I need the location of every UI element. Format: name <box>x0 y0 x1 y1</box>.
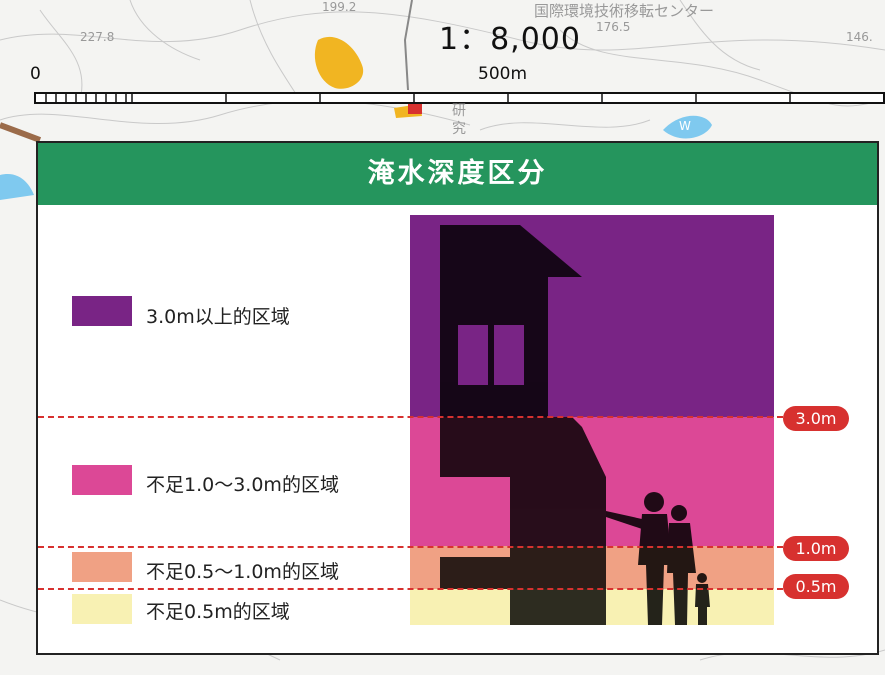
depth-illustration <box>410 215 774 625</box>
house-window-right <box>494 325 524 385</box>
depth-badge-1m: 1.0m <box>783 536 849 561</box>
elevation-label: 199.2 <box>322 0 357 14</box>
people-silhouette <box>606 492 710 625</box>
place-label: 究 <box>452 121 466 137</box>
depth-line-1m <box>38 546 783 548</box>
place-label: 研 <box>452 103 466 119</box>
depth-badge-05m: 0.5m <box>783 574 849 599</box>
water-label: W <box>679 119 691 133</box>
class-label-05-1m: 不足0.5〜1.0m的区域 <box>146 561 339 583</box>
depth-badge-3m: 3.0m <box>783 406 849 431</box>
swatch-3m-plus <box>72 296 132 326</box>
legend-title: 淹水深度区分 <box>38 143 877 205</box>
place-label: 国際環境技術移転センター <box>534 2 715 20</box>
depth-line-05m <box>38 588 783 590</box>
elevation-label: 227.8 <box>80 30 115 44</box>
scale-tick-500m: 500m <box>478 64 528 84</box>
elevation-label: 176.5 <box>596 20 631 34</box>
class-label-under-05m: 不足0.5m的区域 <box>146 601 290 623</box>
depth-line-3m <box>38 416 783 418</box>
scale-bar <box>34 92 885 104</box>
swatch-1-3m <box>72 465 132 495</box>
swatch-under-05m <box>72 594 132 624</box>
class-label-1-3m: 不足1.0〜3.0m的区域 <box>146 474 339 496</box>
class-label-3m-plus: 3.0m以上的区域 <box>146 306 290 328</box>
house-window-left <box>458 325 488 385</box>
flood-depth-legend: 淹水深度区分 3.0m以上的区域 不足1.0〜3.0m的区域 不足0.5〜1.0… <box>36 141 879 655</box>
map-scale-ratio: 1：8,000 <box>439 22 581 57</box>
elevation-label: 146. <box>846 30 873 44</box>
scale-tick-0: 0 <box>30 64 41 84</box>
swatch-05-1m <box>72 552 132 582</box>
